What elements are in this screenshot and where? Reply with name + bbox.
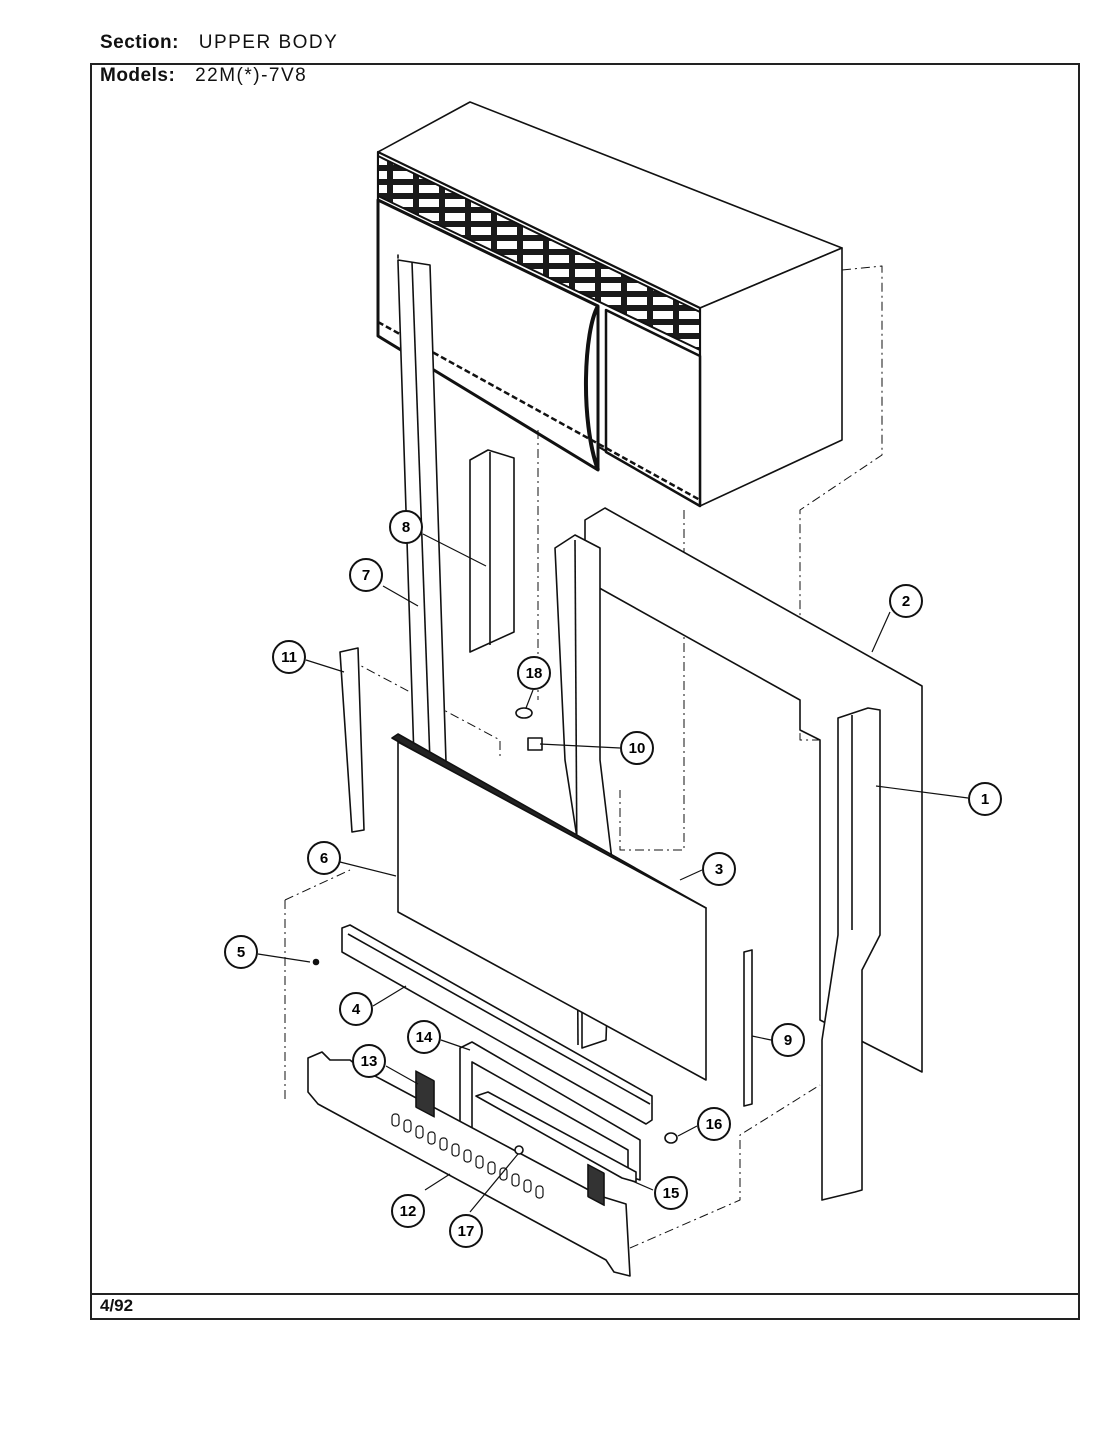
part-7-bracket-fold [411, 261, 431, 763]
callout-15-label: 15 [663, 1185, 680, 1202]
front-panel-right [604, 308, 702, 508]
callout-16-label: 16 [706, 1116, 723, 1133]
part-17-screw [514, 1145, 524, 1155]
callout-11: 11 [272, 640, 306, 674]
part-18-plug [515, 707, 533, 719]
part-8-bracket [469, 449, 515, 653]
part-1-side-rail [821, 707, 881, 1201]
part-6-panel [397, 741, 707, 1081]
part-13-control [415, 1070, 435, 1118]
callout-7: 7 [349, 558, 383, 592]
footer-date: 4/92 [100, 1296, 134, 1315]
footer-divider [90, 1293, 1080, 1295]
callout-7-label: 7 [362, 567, 370, 584]
callout-1: 1 [968, 782, 1002, 816]
front-louver-grille [377, 155, 701, 351]
callout-10: 10 [620, 731, 654, 765]
part-5-screw [312, 958, 320, 966]
leader-lines [257, 533, 969, 1213]
part-13-right-pad [587, 1163, 605, 1207]
align-line-front [284, 869, 351, 901]
callout-16: 16 [697, 1107, 731, 1141]
align-line-bottom [629, 1084, 821, 1249]
callout-6: 6 [307, 841, 341, 875]
callout-14: 14 [407, 1020, 441, 1054]
ac-cabinet [376, 101, 843, 508]
callout-3: 3 [702, 852, 736, 886]
base-panel-slots [391, 1113, 544, 1199]
part-9-strip [743, 949, 753, 1107]
callout-5: 5 [224, 935, 258, 969]
callout-5-label: 5 [237, 944, 245, 961]
callout-9: 9 [771, 1023, 805, 1057]
models-label: Models: [100, 65, 176, 86]
callout-8: 8 [389, 510, 423, 544]
part-15-strip [475, 1091, 637, 1183]
part-4-fold [347, 933, 651, 1105]
part-12-base-panel [307, 1051, 631, 1277]
callouts: 1 2 3 4 5 6 7 8 9 10 11 12 13 14 15 16 1… [224, 510, 1002, 1248]
callout-12-label: 12 [400, 1203, 417, 1220]
callout-12: 12 [391, 1194, 425, 1228]
callout-6-label: 6 [320, 850, 328, 867]
callout-3-label: 3 [715, 861, 723, 878]
callout-9-label: 9 [784, 1032, 792, 1049]
align-line-right [799, 265, 883, 741]
part-10-clip [527, 737, 543, 751]
callout-17-label: 17 [458, 1223, 475, 1240]
callout-1-label: 1 [981, 791, 989, 808]
section-label: Section: [100, 32, 179, 53]
callout-15: 15 [654, 1176, 688, 1210]
callout-8-label: 8 [402, 519, 410, 536]
part-11-bracket [339, 647, 365, 833]
diagram-frame [90, 63, 1080, 1320]
section-header: Section: UPPER BODY [100, 32, 338, 54]
front-panel-edge [584, 304, 600, 471]
callout-2: 2 [889, 584, 923, 618]
callout-17: 17 [449, 1214, 483, 1248]
cabinet-bottom-edge [377, 320, 701, 502]
callout-18-label: 18 [526, 665, 543, 682]
callout-4: 4 [339, 992, 373, 1026]
alignment-lines [284, 265, 883, 1249]
callout-10-label: 10 [629, 740, 646, 757]
models-header: Models: 22M(*)-7V8 [100, 65, 307, 87]
callout-2-label: 2 [902, 593, 910, 610]
models-value: 22M(*)-7V8 [195, 65, 308, 86]
callout-4-label: 4 [352, 1001, 361, 1018]
callout-18: 18 [517, 656, 551, 690]
callout-13-label: 13 [361, 1053, 378, 1070]
callout-11-label: 11 [281, 649, 297, 666]
callout-13: 13 [352, 1044, 386, 1078]
callout-14-label: 14 [416, 1029, 433, 1046]
part-16-knob [664, 1132, 678, 1144]
section-value: UPPER BODY [198, 32, 339, 53]
